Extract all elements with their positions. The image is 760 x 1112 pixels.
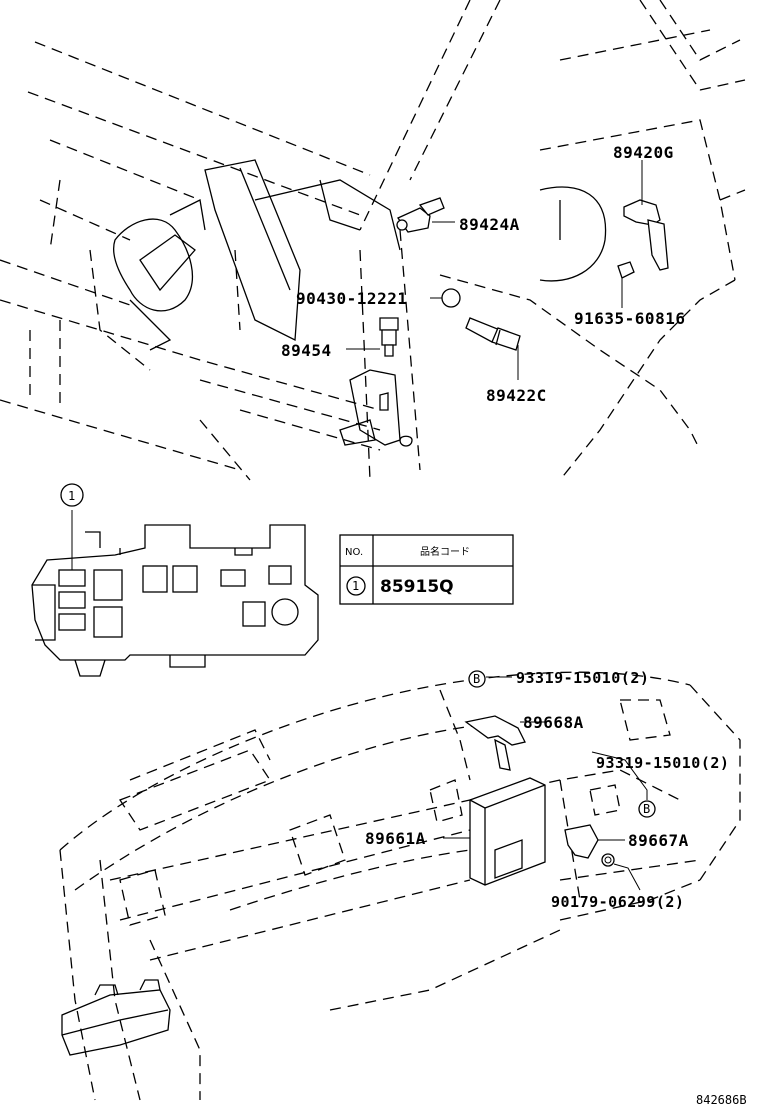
callout-1-number: 1 [68, 489, 75, 503]
part-91635-60816-screw [617, 261, 635, 279]
engine-compartment-drawing [0, 0, 746, 481]
label-90179-06299: 90179-06299(2) [551, 893, 684, 911]
label-90430-12221: 90430-12221 [296, 289, 407, 308]
bolt-marker-upper: B [473, 672, 480, 686]
part-89661A-ecu [469, 777, 546, 886]
label-89424A: 89424A [459, 215, 520, 234]
table-row-code: 85915Q [380, 577, 454, 597]
part-89424A-sensor [396, 197, 445, 233]
bottom-leader-lines [443, 676, 648, 891]
label-89422C: 89422C [486, 386, 547, 405]
label-89668A: 89668A [523, 713, 584, 732]
label-89420G: 89420G [613, 143, 674, 162]
table-row-no: 1 [352, 579, 359, 593]
table-header-no: NO. [345, 547, 363, 558]
part-89667A-bracket [564, 824, 599, 859]
table-header-code: 品名コード [420, 545, 470, 558]
part-89454-sensor [379, 317, 399, 357]
label-89667A: 89667A [628, 831, 689, 850]
figure-code: 842686B [696, 1093, 747, 1107]
part-90430-12221-gasket [441, 288, 461, 308]
part-89668A-bracket [464, 715, 526, 771]
bolt-marker-lower: B [643, 802, 650, 816]
top-leader-lines [346, 160, 643, 380]
code-table: NO. 品名コード 1 85915Q [339, 534, 514, 605]
callout-1: 1 [60, 483, 84, 507]
label-93319-15010-lower: 93319-15010(2) [596, 754, 729, 772]
label-89454: 89454 [281, 341, 332, 360]
junction-block-drawing [31, 510, 319, 677]
label-91635-60816: 91635-60816 [574, 309, 685, 328]
part-90179-06299-nut [601, 853, 615, 867]
part-89420G-bracket [623, 199, 669, 271]
part-93319-15010-bolt-lower: B [638, 800, 656, 818]
part-93319-15010-bolt-upper: B [468, 670, 486, 688]
label-89661A: 89661A [365, 829, 426, 848]
label-93319-15010-upper: 93319-15010(2) [516, 669, 649, 687]
part-89422C-sensor [465, 317, 521, 351]
